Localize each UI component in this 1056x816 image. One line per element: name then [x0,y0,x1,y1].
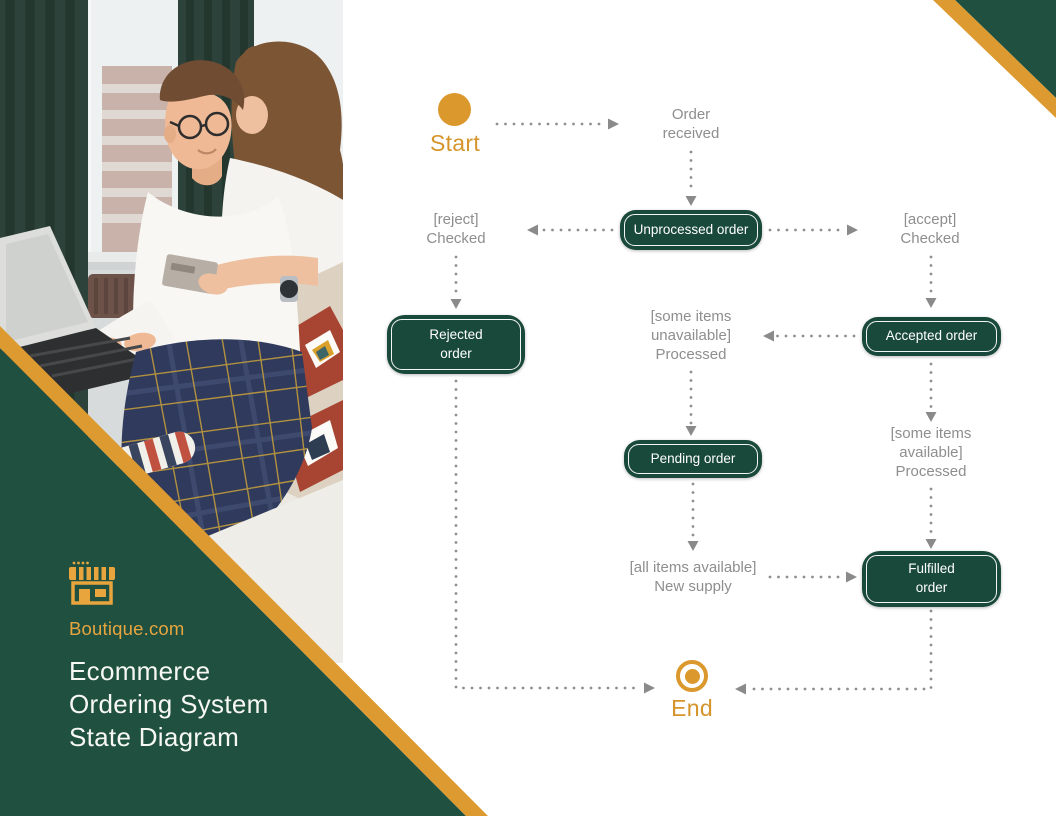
state-pending-order-label: Pending order [650,450,736,466]
state-rejected-order-label: Rejected order [429,326,483,361]
connector-fulfilled-to-end [746,609,933,691]
photo-arm-card [162,254,318,302]
state-accepted-order-label: Accepted order [885,328,978,344]
transition-reject-checked: [reject] Checked [426,211,486,247]
start-node [438,93,471,126]
state-rejected-order: Rejected order [387,315,525,374]
brand-block: Boutique.com Ecommerce Ordering System S… [69,560,269,754]
end-node [676,660,708,692]
state-unprocessed-order: Unprocessed order [620,210,762,250]
start-label: Start [429,130,481,156]
corner-top-right [933,0,1056,118]
end-label: End [671,695,713,721]
connector-rejected-to-end [454,379,644,690]
state-fulfilled-order-label: Fulfilled order [908,561,955,595]
end-node-dot [684,668,700,684]
transition-accept-checked: [accept] Checked [900,211,960,247]
transition-some-items-available: [some items available] Processed [890,425,972,480]
state-unprocessed-order-label: Unprocessed order [633,221,749,237]
transition-order-received: Order received [662,106,720,142]
transition-all-items-available: [all items available] New supply [629,559,757,595]
storefront-icon [69,561,115,605]
state-fulfilled-order: Fulfilled order [862,551,1001,607]
photo-glasses [169,111,230,140]
brand-name: Boutique.com [69,618,185,639]
page-title: Ecommerce Ordering System State Diagram [69,656,269,752]
arrowheads [450,118,937,695]
transition-some-items-unavailable: [some items unavailable] Processed [650,308,732,363]
state-accepted-order: Accepted order [862,317,1001,356]
state-pending-order: Pending order [624,440,762,478]
